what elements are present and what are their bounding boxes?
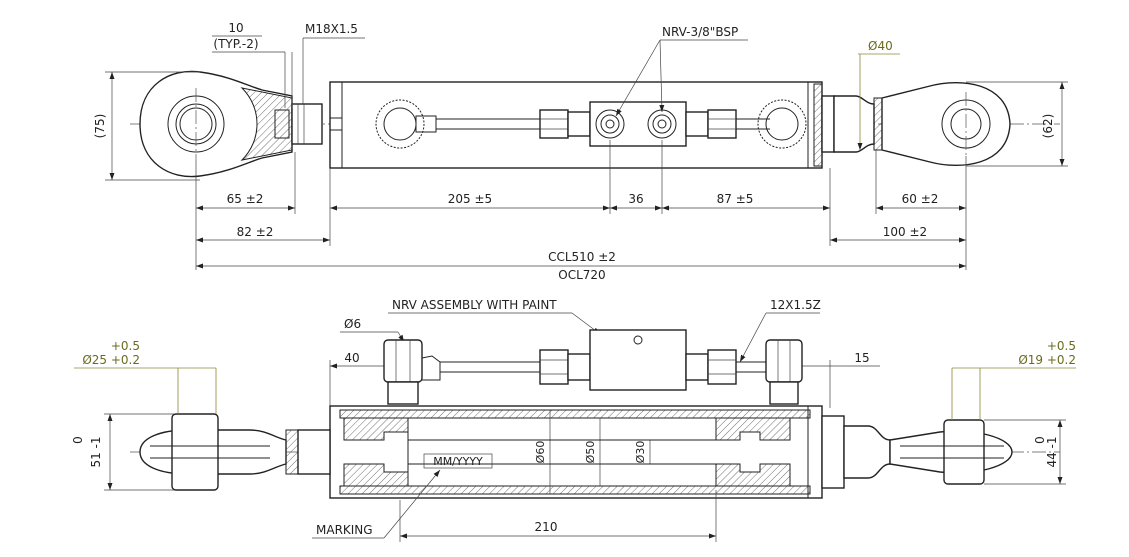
dim-36: 36 (628, 192, 643, 206)
dim-210: 210 (399, 490, 717, 542)
right-width-dim: 0 44 -1 (984, 419, 1066, 485)
bottom-view: NRV ASSEMBLY WITH PAINT 12X1.5Z Ø6 40 15 (71, 298, 1076, 542)
tube-callout: 12X1.5Z (739, 298, 821, 363)
right-width-upper: 0 (1033, 436, 1047, 444)
dim-82: 82 ±2 (237, 225, 274, 239)
left-width-upper: 0 (71, 436, 85, 444)
dim-height-left-value: (75) (93, 114, 107, 139)
dia-30: Ø30 (634, 441, 647, 464)
dim-40-value: 40 (344, 351, 359, 365)
right-bore-dia: Ø19 +0.2 (1018, 353, 1076, 367)
thread-callout: M18X1.5 (302, 22, 365, 104)
tube-callout-text: 12X1.5Z (770, 298, 821, 312)
left-bore-tol: +0.5 (111, 339, 140, 353)
dia-tube-callout: Ø6 (340, 317, 405, 343)
dim-205: 205 ±5 (448, 192, 492, 206)
left-port-fitting (375, 99, 591, 149)
dim-65: 65 ±2 (227, 192, 264, 206)
nrv-port-callout-text: NRV-3/8"BSP (662, 25, 738, 39)
left-clevis-eye (139, 70, 323, 178)
dim-ocl: OCL720 (558, 268, 605, 282)
right-port-fitting (685, 99, 807, 149)
right-width-value: 44 -1 (1045, 436, 1059, 467)
right-bore-tol: +0.5 (1047, 339, 1076, 353)
dim-15-value: 15 (854, 351, 869, 365)
dim-ccl: CCL510 ±2 (548, 250, 616, 264)
dia-60: Ø60 (534, 441, 547, 464)
dim-height-right-value: (62) (1041, 114, 1055, 139)
marking-callout: MARKING (312, 469, 441, 539)
dim-height-left: (75) (93, 71, 200, 181)
right-eye-side (821, 415, 1013, 489)
dim-210-value: 210 (535, 520, 558, 534)
date-marking: MM/YYYY (433, 455, 483, 468)
dim-row-2: 82 ±2 100 ±2 (196, 225, 966, 243)
cylinder-barrel-section: Ø60 Ø50 Ø30 MM/YYYY (329, 405, 823, 499)
right-rod-eye (821, 81, 1011, 167)
left-bore-callout: +0.5 Ø25 +0.2 (74, 339, 217, 414)
nrv-assembly-callout-text: NRV ASSEMBLY WITH PAINT (392, 298, 557, 312)
left-bore-dia: Ø25 +0.2 (82, 353, 140, 367)
dim-87: 87 ±5 (717, 192, 754, 206)
dia-rod-eye-callout: Ø40 (857, 39, 900, 150)
dim-thread-pitch: 10 (TYP.-2) (212, 21, 293, 108)
nrv-block-top (589, 101, 687, 147)
right-bore-callout: +0.5 Ø19 +0.2 (951, 339, 1076, 420)
dim-height-right: (62) (966, 81, 1068, 167)
dim-100: 100 ±2 (883, 225, 927, 239)
left-width-dim: 0 51 -1 (71, 413, 174, 491)
nrv-port-callout: NRV-3/8"BSP (615, 25, 748, 117)
dia-tube-text: Ø6 (344, 317, 361, 331)
dim-overall: CCL510 ±2 OCL720 (196, 250, 966, 282)
nrv-assembly-callout: NRV ASSEMBLY WITH PAINT (388, 298, 601, 335)
dim-thread-pitch-typ: (TYP.-2) (213, 37, 258, 51)
dim-60: 60 ±2 (902, 192, 939, 206)
marking-label: MARKING (316, 523, 373, 537)
thread-callout-text: M18X1.5 (305, 22, 358, 36)
dim-thread-pitch-value: 10 (228, 21, 243, 35)
nrv-pipe-assembly (383, 329, 803, 405)
left-width-value: 51 -1 (89, 436, 103, 467)
dia-rod-eye-text: Ø40 (868, 39, 893, 53)
dim-row-1: 65 ±2 205 ±5 36 87 ±5 60 ±2 (196, 192, 966, 211)
dia-50: Ø50 (584, 441, 597, 464)
left-clevis-side (139, 413, 331, 491)
top-view: 10 (TYP.-2) M18X1.5 NRV-3/8"BSP Ø40 (93, 21, 1068, 282)
